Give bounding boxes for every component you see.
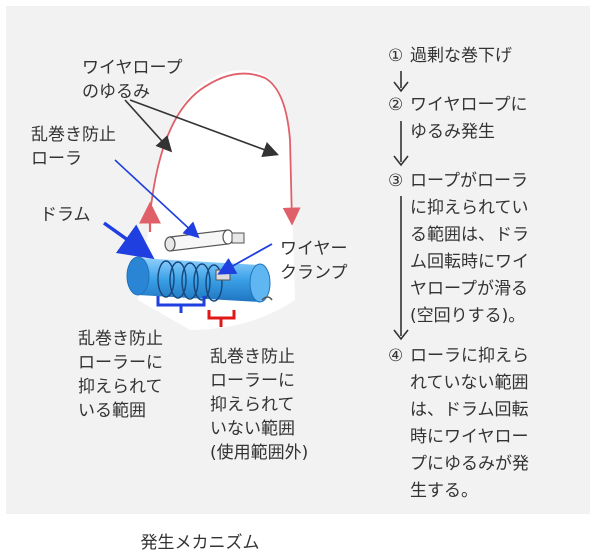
anti-tangle-roller-label: 乱巻き防止 ローラ <box>31 125 116 169</box>
unpressed-range-label: 乱巻き防止 ローラーに 抑えられて いない範囲 (使用範囲外) <box>210 347 309 463</box>
roller-pointer <box>114 159 200 239</box>
unpressed-range-bracket <box>207 310 236 327</box>
step-2-number: ② <box>388 95 404 115</box>
step-2-text: ワイヤロープに ゆるみ発生 <box>410 95 528 142</box>
step-1-number: ① <box>388 46 404 66</box>
drum-label: ドラム <box>40 205 91 225</box>
step-1: ① 過剰な巻下げ <box>388 43 588 70</box>
step-3-text: ロープがローラ に抑えられてい る範囲は、ドラ ム回転時にワイ ヤロープが滑る … <box>410 171 529 326</box>
figure-caption: 発生メカニズム <box>140 533 260 553</box>
flow-arrows <box>393 71 409 341</box>
step-3: ③ ロープがローラ に抑えられてい る範囲は、ドラ ム回転時にワイ ヤロープが滑… <box>388 168 588 330</box>
slack-leader-right <box>129 99 280 158</box>
pressed-range-bracket <box>156 296 206 313</box>
step-4: ④ ローラに抑えら れていない範囲 は、ドラム回転 時にワイヤロー プにゆるみが… <box>388 343 588 505</box>
wire-clamp-label: ワイヤー クランプ <box>280 239 348 283</box>
step-1-text: 過剰な巻下げ <box>410 46 512 66</box>
clamp-pointer <box>217 243 273 275</box>
diagram-panel <box>6 6 590 514</box>
drum-pointer-arrow <box>102 221 155 260</box>
slack-leader-left <box>124 99 173 153</box>
pressed-range-label: 乱巻き防止 ローラーに 抑えられて いる範囲 <box>78 329 163 421</box>
wire-slack-label: ワイヤロープ のゆるみ <box>82 58 183 102</box>
step-4-text: ローラに抑えら れていない範囲 は、ドラム回転 時にワイヤロー プにゆるみが発 … <box>410 346 529 501</box>
step-4-number: ④ <box>388 346 404 366</box>
step-3-number: ③ <box>388 171 404 191</box>
step-2: ② ワイヤロープに ゆるみ発生 <box>388 92 588 146</box>
